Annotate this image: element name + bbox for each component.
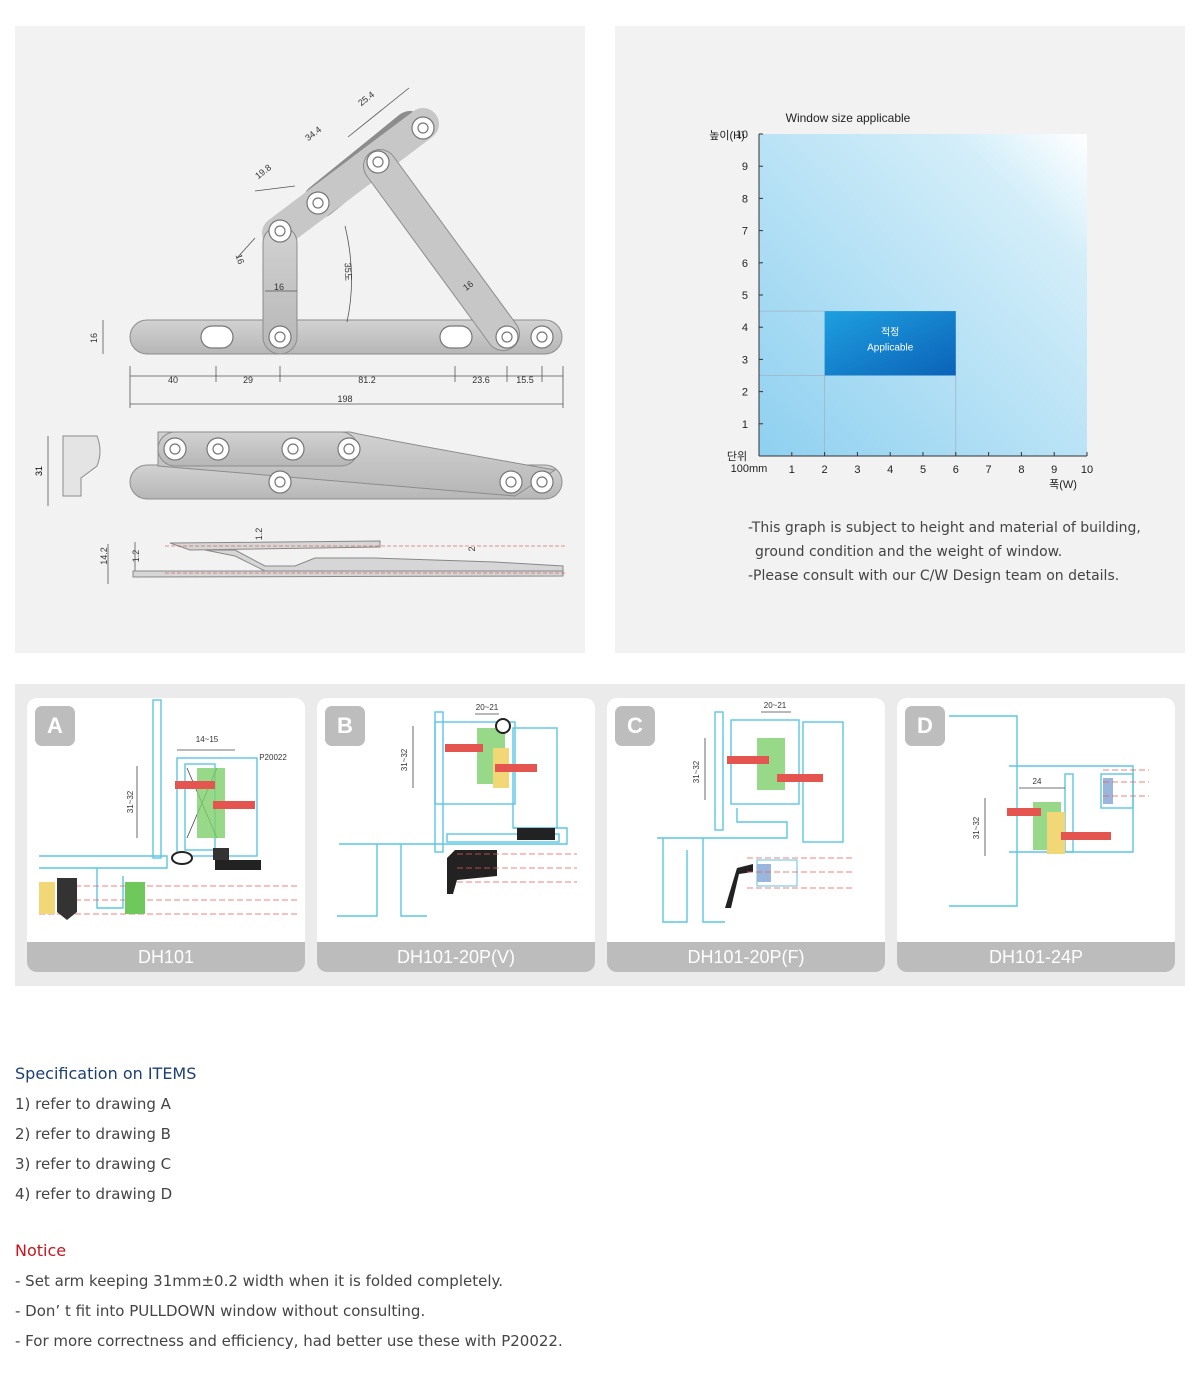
- dim-16-d: 16: [89, 333, 99, 343]
- drawing-letter-d: D: [905, 706, 945, 746]
- section-drawing-a: 14~15 31~32 P20022: [39, 699, 297, 920]
- window-size-chart: Window size applicable 높이(H) 적정 Applicab…: [709, 111, 1093, 491]
- x-tick-label: 6: [953, 464, 959, 476]
- x-axis-label: 폭(W): [1049, 478, 1077, 491]
- x-tick-label: 8: [1018, 464, 1024, 476]
- section-drawing-d: 24 31~32: [949, 715, 1149, 907]
- drawing-card-c: 20~21 31~32 C DH101-20P(F): [607, 698, 885, 972]
- dim-34-4: 34.4: [303, 124, 323, 143]
- notice-item-3: - For more correctness and efficiency, h…: [15, 1332, 563, 1350]
- notice-item-2: - Don’ t fit into PULLDOWN window withou…: [15, 1302, 426, 1320]
- unit-label: 단위: [727, 450, 747, 463]
- dim-31: 31: [34, 466, 44, 476]
- dim-14-2: 14.2: [99, 547, 109, 565]
- applicable-label-english: Applicable: [867, 342, 914, 353]
- spec-item-2: 2) refer to drawing B: [15, 1125, 171, 1143]
- notice-title: Notice: [15, 1241, 67, 1260]
- dim-1-2-a: 1.2: [254, 528, 264, 541]
- y-tick-label: 10: [736, 129, 748, 141]
- graph-note-3: -Please consult with our C/W Design team…: [748, 568, 1120, 584]
- dim-35-degree: 35도: [343, 263, 354, 282]
- spec-item-4: 4) refer to drawing D: [15, 1185, 173, 1203]
- hinge-dimension-drawing: 25.4 34.4 19.8 16 16 35도 16 16 40 29 81.…: [34, 87, 565, 584]
- dim-25-4: 25.4: [356, 89, 376, 108]
- card-b-dim-side: 31~32: [400, 748, 409, 771]
- dim-40: 40: [168, 375, 178, 385]
- y-tick-label: 3: [742, 354, 748, 366]
- drawing-caption-b: DH101-20P(V): [317, 942, 595, 972]
- card-c-dim-side: 31~32: [692, 760, 701, 783]
- dim-81-2: 81.2: [358, 375, 376, 385]
- dim-16-a: 16: [234, 253, 247, 266]
- window-size-graph-panel: Window size applicable 높이(H) 적정 Applicab…: [615, 26, 1185, 653]
- graph-note-1: -This graph is subject to height and mat…: [748, 520, 1141, 536]
- y-tick-label: 8: [742, 193, 748, 205]
- x-tick-label: 9: [1051, 464, 1057, 476]
- y-tick-label: 9: [742, 161, 748, 173]
- card-c-dim-top: 20~21: [764, 701, 787, 710]
- y-axis-label: 높이(H): [709, 129, 745, 142]
- notice-item-1: - Set arm keeping 31mm±0.2 width when it…: [15, 1272, 504, 1290]
- drawing-letter-a: A: [35, 706, 75, 746]
- hinge-drawing-panel: 25.4 34.4 19.8 16 16 35도 16 16 40 29 81.…: [15, 26, 585, 653]
- y-tick-label: 4: [742, 322, 748, 334]
- x-tick-label: 10: [1081, 464, 1093, 476]
- dim-29: 29: [243, 375, 253, 385]
- dim-16-b: 16: [274, 282, 284, 292]
- x-tick-label: 7: [986, 464, 992, 476]
- drawing-caption-a: DH101: [27, 942, 305, 972]
- card-a-dim-top: 14~15: [196, 735, 219, 744]
- spec-item-1: 1) refer to drawing A: [15, 1095, 171, 1113]
- section-drawing-b: 20~21 31~32: [337, 703, 577, 917]
- drawing-letter-b: B: [325, 706, 365, 746]
- dim-15-5: 15.5: [516, 375, 534, 385]
- x-tick-label: 5: [920, 464, 926, 476]
- drawing-card-d: 24 31~32 D DH101-24P: [897, 698, 1175, 972]
- graph-note-2: ground condition and the weight of windo…: [755, 544, 1063, 560]
- installation-drawings-strip: 14~15 31~32 P20022 A DH101: [15, 684, 1185, 986]
- y-tick-label: 5: [742, 290, 748, 302]
- card-a-dim-side: 31~32: [126, 790, 135, 813]
- applicable-label-korean: 적정: [881, 326, 899, 338]
- dim-19-8: 19.8: [253, 162, 273, 181]
- card-d-dim-top: 24: [1033, 777, 1042, 786]
- y-tick-label: 6: [742, 258, 748, 270]
- dim-1-2-b: 1.2: [131, 550, 141, 563]
- card-d-dim-side: 31~32: [972, 816, 981, 839]
- y-tick-label: 2: [742, 387, 748, 399]
- drawing-caption-c: DH101-20P(F): [607, 942, 885, 972]
- chart-title: Window size applicable: [786, 111, 911, 125]
- dim-16-c: 16: [461, 279, 475, 293]
- y-tick-label: 7: [742, 226, 748, 238]
- drawing-card-b: 20~21 31~32 B DH101-20P(V): [317, 698, 595, 972]
- y-tick-label: 1: [742, 419, 748, 431]
- x-tick-label: 2: [822, 464, 828, 476]
- section-drawing-c: 20~21 31~32: [657, 701, 853, 923]
- spec-item-3: 3) refer to drawing C: [15, 1155, 172, 1173]
- plot-area: [759, 134, 1087, 456]
- unit-value: 100mm: [731, 463, 768, 475]
- x-tick-label: 4: [887, 464, 893, 476]
- x-tick-label: 1: [789, 464, 795, 476]
- card-b-dim-top: 20~21: [476, 703, 499, 712]
- x-tick-label: 3: [854, 464, 860, 476]
- card-a-part-label: P20022: [259, 753, 287, 762]
- dim-23-6: 23.6: [472, 375, 490, 385]
- dim-198: 198: [337, 394, 352, 404]
- drawing-caption-d: DH101-24P: [897, 942, 1175, 972]
- drawing-letter-c: C: [615, 706, 655, 746]
- drawing-card-a: 14~15 31~32 P20022 A DH101: [27, 698, 305, 972]
- applicable-region: [824, 311, 956, 376]
- dim-2: 2: [467, 546, 477, 551]
- specification-title: Specification on ITEMS: [15, 1064, 197, 1083]
